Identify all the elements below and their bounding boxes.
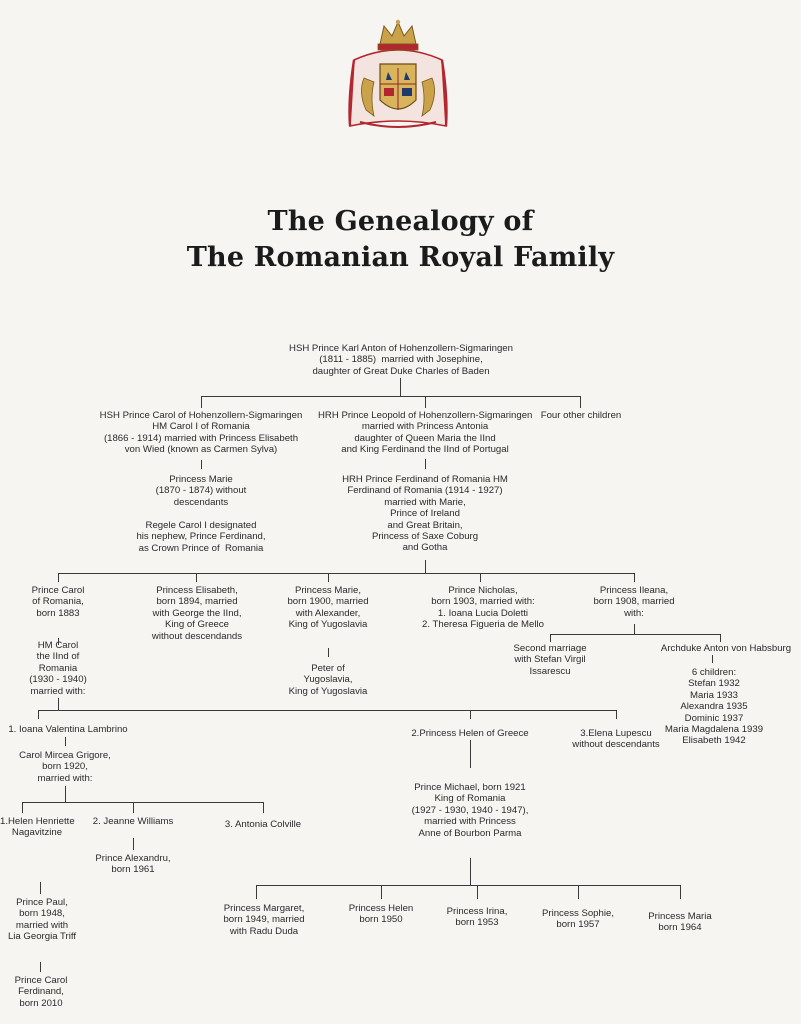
connector <box>712 655 713 663</box>
node-prince-carol-ferdinand: Prince Carol Ferdinand, born 2010 <box>14 975 68 1009</box>
node-carol-ii-reign: HM Carol the IInd of Romania (1930 - 194… <box>29 640 87 697</box>
connector <box>256 885 257 899</box>
connector <box>256 885 680 886</box>
coat-of-arms-icon <box>348 19 448 128</box>
node-princess-helen-of-greece: 2.Princess Helen of Greece <box>411 728 529 739</box>
node-princess-marie-1870: Princess Marie (1870 - 1874) without des… <box>155 474 247 508</box>
connector <box>470 710 471 719</box>
node-prince-nicholas: Prince Nicholas, born 1903, married with… <box>422 585 544 631</box>
connector <box>477 885 478 899</box>
connector <box>580 396 581 408</box>
node-prince-carol: Prince Carol of Romania, born 1883 <box>31 585 85 619</box>
connector <box>634 573 635 582</box>
connector <box>196 573 197 582</box>
node-ioana-lambrino: 1. Ioana Valentina Lambrino <box>8 724 128 735</box>
connector <box>38 710 39 719</box>
node-princess-irina: Princess Irina, born 1953 <box>446 906 508 929</box>
node-princess-margaret: Princess Margaret, born 1949, married wi… <box>223 903 305 937</box>
node-peter-of-yugoslavia: Peter of Yugoslavia, King of Yugoslavia <box>288 663 368 697</box>
node-ferdinand: HRH Prince Ferdinand of Romania HM Ferdi… <box>342 474 508 554</box>
connector <box>133 838 134 850</box>
node-princess-marie-1900: Princess Marie, born 1900, married with … <box>287 585 369 631</box>
node-leopold: HRH Prince Leopold of Hohenzollern-Sigma… <box>318 410 533 456</box>
node-ileana-second-marriage: Second marriage with Stefan Virgil Issar… <box>513 643 587 677</box>
connector <box>58 698 59 710</box>
connector <box>58 638 59 645</box>
connector <box>133 802 134 813</box>
connector <box>381 885 382 899</box>
connector <box>616 710 617 719</box>
connector <box>720 634 721 642</box>
connector <box>22 802 23 813</box>
connector <box>65 786 66 802</box>
page-title-line-2: The Romanian Royal Family <box>186 242 615 273</box>
node-princess-helen: Princess Helen born 1950 <box>348 903 414 926</box>
node-jeanne-williams: 2. Jeanne Williams <box>92 816 174 827</box>
connector <box>425 560 426 573</box>
connector <box>578 885 579 899</box>
connector <box>328 648 329 657</box>
page-title-line-1: The Genealogy of <box>267 206 534 237</box>
node-carol-i: HSH Prince Carol of Hohenzollern-Sigmari… <box>99 410 303 456</box>
node-prince-paul: Prince Paul, born 1948, married with Lia… <box>7 897 77 943</box>
node-princess-sophie: Princess Sophie, born 1957 <box>542 908 614 931</box>
node-princess-maria: Princess Maria born 1964 <box>648 911 712 934</box>
connector <box>201 396 580 397</box>
connector <box>400 378 401 396</box>
connector <box>40 962 41 972</box>
connector <box>550 634 720 635</box>
connector <box>425 396 426 408</box>
node-princess-elisabeth: Princess Elisabeth, born 1894, married w… <box>151 585 243 642</box>
node-designation-note: Regele Carol I designated his nephew, Pr… <box>136 520 266 554</box>
connector <box>263 802 264 813</box>
connector <box>328 573 329 582</box>
node-ileana-children: 6 children: Stefan 1932 Maria 1933 Alexa… <box>664 667 764 747</box>
connector <box>550 634 551 642</box>
node-antonia-colville: 3. Antonia Colville <box>224 819 302 830</box>
node-helen-nagavitzine: 1.Helen Henriette Nagavitzine <box>0 816 75 839</box>
connector <box>65 737 66 746</box>
node-prince-alexandru: Prince Alexandru, born 1961 <box>95 853 171 876</box>
connector <box>40 882 41 894</box>
connector <box>634 624 635 634</box>
node-elena-lupescu: 3.Elena Lupescu without descendants <box>572 728 660 751</box>
connector <box>201 460 202 469</box>
node-karl-anton: HSH Prince Karl Anton of Hohenzollern-Si… <box>289 343 513 377</box>
connector <box>38 710 616 711</box>
node-other-children: Four other children <box>540 410 622 421</box>
connector <box>201 396 202 408</box>
connector <box>680 885 681 899</box>
connector <box>58 573 59 582</box>
connector <box>470 740 471 768</box>
connector <box>470 858 471 885</box>
connector <box>58 573 634 574</box>
node-princess-ileana: Princess Ileana, born 1908, married with… <box>593 585 675 619</box>
connector <box>425 459 426 469</box>
node-prince-michael: Prince Michael, born 1921 King of Romani… <box>411 782 529 839</box>
node-archduke-anton: Archduke Anton von Habsburg <box>660 643 792 654</box>
connector <box>22 802 263 803</box>
node-carol-mircea: Carol Mircea Grigore, born 1920, married… <box>19 750 111 784</box>
connector <box>480 573 481 582</box>
